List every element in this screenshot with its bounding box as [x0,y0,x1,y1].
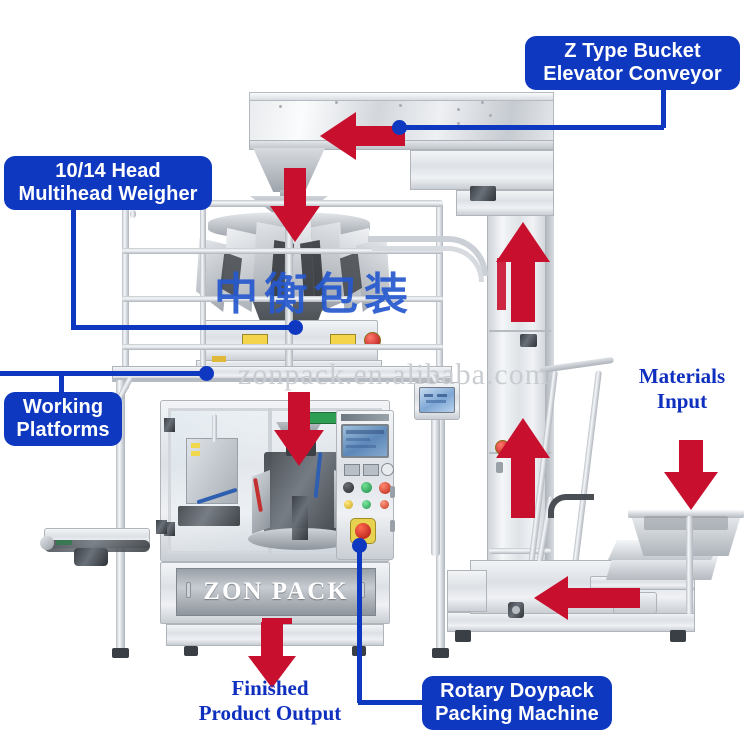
control-panel-buttons [340,482,394,512]
elevator-junction-box [520,334,537,347]
arrow-infeed-to-conveyor [320,110,405,162]
hmi-touch-panel [341,424,389,458]
callout-working-platforms[interactable]: Working Platforms [4,392,122,446]
leader-platforms-dot [199,366,214,381]
platform-deck-edge [112,378,452,382]
discharge-roller [40,536,54,550]
pouch-magazine-rod [212,414,217,442]
button-yellow-2 [344,500,353,509]
weigher-base-tab [212,356,226,362]
leader-doypack-vertical [357,545,362,703]
leader-z-type-dot [392,120,407,135]
feeder-left-box [447,570,487,612]
panel-side-latch-bottom [390,520,395,532]
emergency-stop-cap [355,523,371,539]
platform-rail-post-right [436,200,443,390]
digital-display-right [363,464,379,476]
callout-rotary-doypack-packing-machine[interactable]: Rotary Doypack Packing Machine [422,676,612,730]
arrow-conveyor-to-weigher [268,168,322,242]
url-watermark: zonpack.en.alibaba.com [238,358,550,391]
platform-rail-mid [122,248,443,254]
leader-weigher-horizontal [71,325,295,330]
platform-rail-corner-left [130,210,136,218]
platform-leg-left [116,380,125,650]
platform-leg-right [436,380,445,650]
hmi-post [431,386,440,556]
cabinet-handle-left [186,582,191,598]
pouch-magazine-label-b [191,451,200,456]
leader-weigher-dot [288,320,303,335]
feeder-handle-bend [548,494,594,518]
platform-foot-left [112,648,129,658]
feed-tray-pan [606,556,718,580]
arrow-hopper-to-elevator [534,574,640,622]
feeder-junction-knob [512,606,520,614]
elevator-column-edge [545,98,554,618]
control-panel-header-strip [341,414,389,421]
leader-doypack-dot [352,538,367,553]
feeder-foot-right [670,630,686,642]
doypack-hinge-bl [164,522,175,536]
arrow-elevator-up-lower [494,418,552,518]
doypack-hinge-ml [156,520,167,534]
conveyor-top-lip [249,92,554,101]
leader-z-type-horizontal [400,125,664,130]
conveyor-motor-box [470,186,496,201]
platform-rail-low [122,296,443,302]
button-black-1 [343,482,354,493]
leader-platforms-horizontal [0,371,206,376]
arrow-materials-input [662,440,720,510]
discharge-belt-marker [56,540,72,545]
machine-brand-text: ZON PACK [203,578,349,605]
pouch-magazine-base [178,506,240,526]
platform-rail-top [122,200,443,207]
button-red-2 [380,500,389,509]
callout-materials-input: Materials Input [638,364,726,413]
platform-rail-post-mid [200,200,206,372]
secondary-hmi-screen-glyphs [424,394,450,406]
callout-multihead-weigher[interactable]: 10/14 Head Multihead Weigher [4,156,212,210]
hmi-screen-rows [346,430,384,452]
leader-doypack-horizontal [358,700,426,705]
chinese-watermark: 中衡包装 [214,269,414,320]
elevator-latch [496,462,503,473]
machine-foot-left [184,646,198,656]
panel-side-latch-top [390,486,395,498]
arrow-elevator-up-upper [494,222,552,322]
elevator-column-seam-upper [489,330,551,332]
hopper-support-post [686,516,693,614]
leader-z-type-vertical [661,90,666,128]
drive-shaft [292,496,308,540]
feeder-foot-left [455,630,471,642]
digital-display-left [344,464,360,476]
callout-z-type-bucket-elevator-conveyor[interactable]: Z Type Bucket Elevator Conveyor [525,36,740,90]
lower-cabinet-door [176,568,376,616]
leader-weigher-vertical [71,208,76,328]
discharge-conveyor-motor [74,548,108,566]
analog-gauge [381,463,394,476]
access-ladder [527,370,604,570]
elevator-lower-brace [489,548,551,554]
pouch-magazine-label-a [191,443,200,448]
platform-rail-post-left [122,200,129,390]
conveyor-return-section [410,150,554,190]
leader-platforms-vertical [59,372,64,396]
arrow-finished-output [246,622,298,688]
button-green-1 [361,482,372,493]
button-green-2 [362,500,371,509]
arrow-weigher-to-packer [272,392,326,466]
hopper-rim [628,510,744,518]
button-red-1 [379,482,391,494]
weigher-center-post [285,216,293,366]
platform-rail-bottom [122,344,443,350]
platform-foot-right [432,648,449,658]
elevator-red-accent [497,258,506,310]
doypack-hinge-tl [164,418,175,432]
callout-finished-product-output: Finished Product Output [198,676,342,725]
